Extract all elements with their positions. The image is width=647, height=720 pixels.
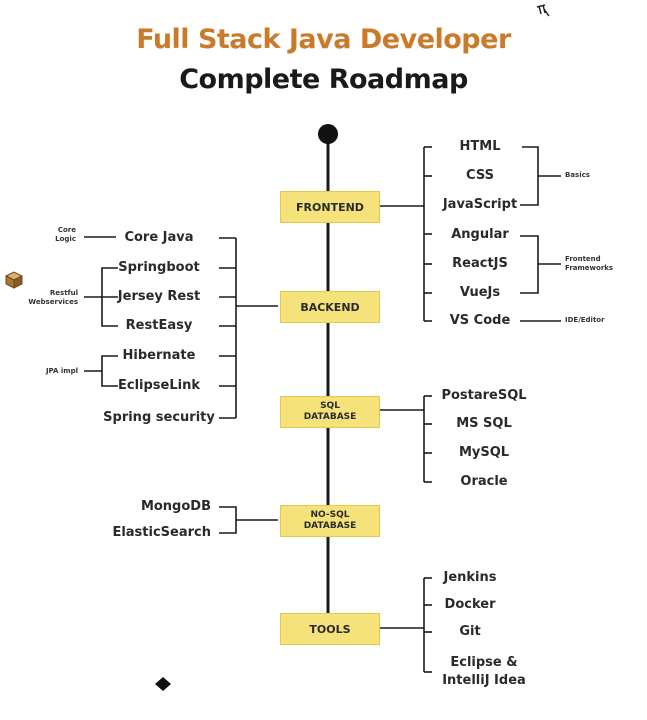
- sql-item: MySQL: [458, 445, 510, 460]
- nosql-item: MongoDB: [140, 499, 211, 514]
- note-core-line2: Logic: [55, 235, 76, 243]
- cube-icon: [4, 271, 24, 289]
- note-restful-line2: Webservices: [28, 298, 78, 306]
- backend-item: EclipseLink: [118, 378, 200, 393]
- stage-sql-label: SQL: [320, 401, 340, 411]
- note-restful: Restful Webservices: [28, 289, 78, 307]
- roadmap-subtitle: Complete Roadmap: [179, 64, 468, 95]
- stage-frontend-label: FRONTEND: [296, 200, 364, 214]
- roadmap-title: Full Stack Java Developer: [136, 24, 511, 55]
- backend-item: Jersey Rest: [117, 289, 201, 304]
- sql-item: MS SQL: [456, 416, 512, 431]
- frontend-item: JavaScript: [442, 197, 518, 212]
- stage-backend: BACKEND: [280, 291, 380, 323]
- corner-mark-icon: [536, 4, 550, 17]
- frontend-item: VueJs: [459, 285, 501, 300]
- backend-item: Core Java: [124, 230, 194, 245]
- note-basics: Basics: [565, 171, 590, 179]
- stage-nosql-label-2: DATABASE: [303, 521, 357, 531]
- stage-tools: TOOLS: [280, 613, 380, 645]
- note-frameworks-line1: Frontend: [565, 255, 601, 263]
- nosql-item: ElasticSearch: [112, 525, 211, 540]
- note-restful-line1: Restful: [49, 289, 78, 297]
- frontend-item: VS Code: [449, 313, 511, 328]
- note-frameworks-line2: Frameworks: [565, 264, 614, 272]
- stage-nosql-database: NO-SQL DATABASE: [280, 505, 380, 537]
- note-core-line1: Core: [57, 226, 76, 234]
- note-ide: IDE/Editor: [565, 316, 605, 324]
- sql-item: Oracle: [460, 474, 508, 489]
- diamond-icon: [155, 677, 171, 691]
- stage-sql-label-2: DATABASE: [303, 412, 357, 422]
- backend-item: Springboot: [118, 260, 200, 275]
- stage-tools-label: TOOLS: [309, 622, 351, 636]
- tools-item: Jenkins: [443, 570, 497, 585]
- backend-item: RestEasy: [125, 318, 193, 333]
- tools-item: Eclipse &: [450, 655, 518, 670]
- tools-item: Git: [459, 624, 481, 639]
- frontend-item: CSS: [466, 168, 494, 183]
- stage-backend-label: BACKEND: [300, 300, 360, 314]
- frontend-item: ReactJS: [452, 256, 508, 271]
- stage-frontend: FRONTEND: [280, 191, 380, 223]
- tools-item: Docker: [444, 597, 496, 612]
- note-jpa-impl: JPA impl: [45, 367, 78, 375]
- tools-item: IntelliJ Idea: [442, 673, 526, 688]
- backend-item: Spring security: [103, 410, 215, 425]
- note-frameworks: Frontend Frameworks: [565, 255, 613, 273]
- frontend-item: Angular: [451, 227, 509, 242]
- stage-nosql-label: NO-SQL: [310, 510, 350, 520]
- sql-item: PostareSQL: [441, 388, 527, 403]
- frontend-item: HTML: [459, 139, 501, 154]
- stage-sql-database: SQL DATABASE: [280, 396, 380, 428]
- backend-item: Hibernate: [122, 348, 196, 363]
- note-core-logic: Core Logic: [55, 226, 76, 244]
